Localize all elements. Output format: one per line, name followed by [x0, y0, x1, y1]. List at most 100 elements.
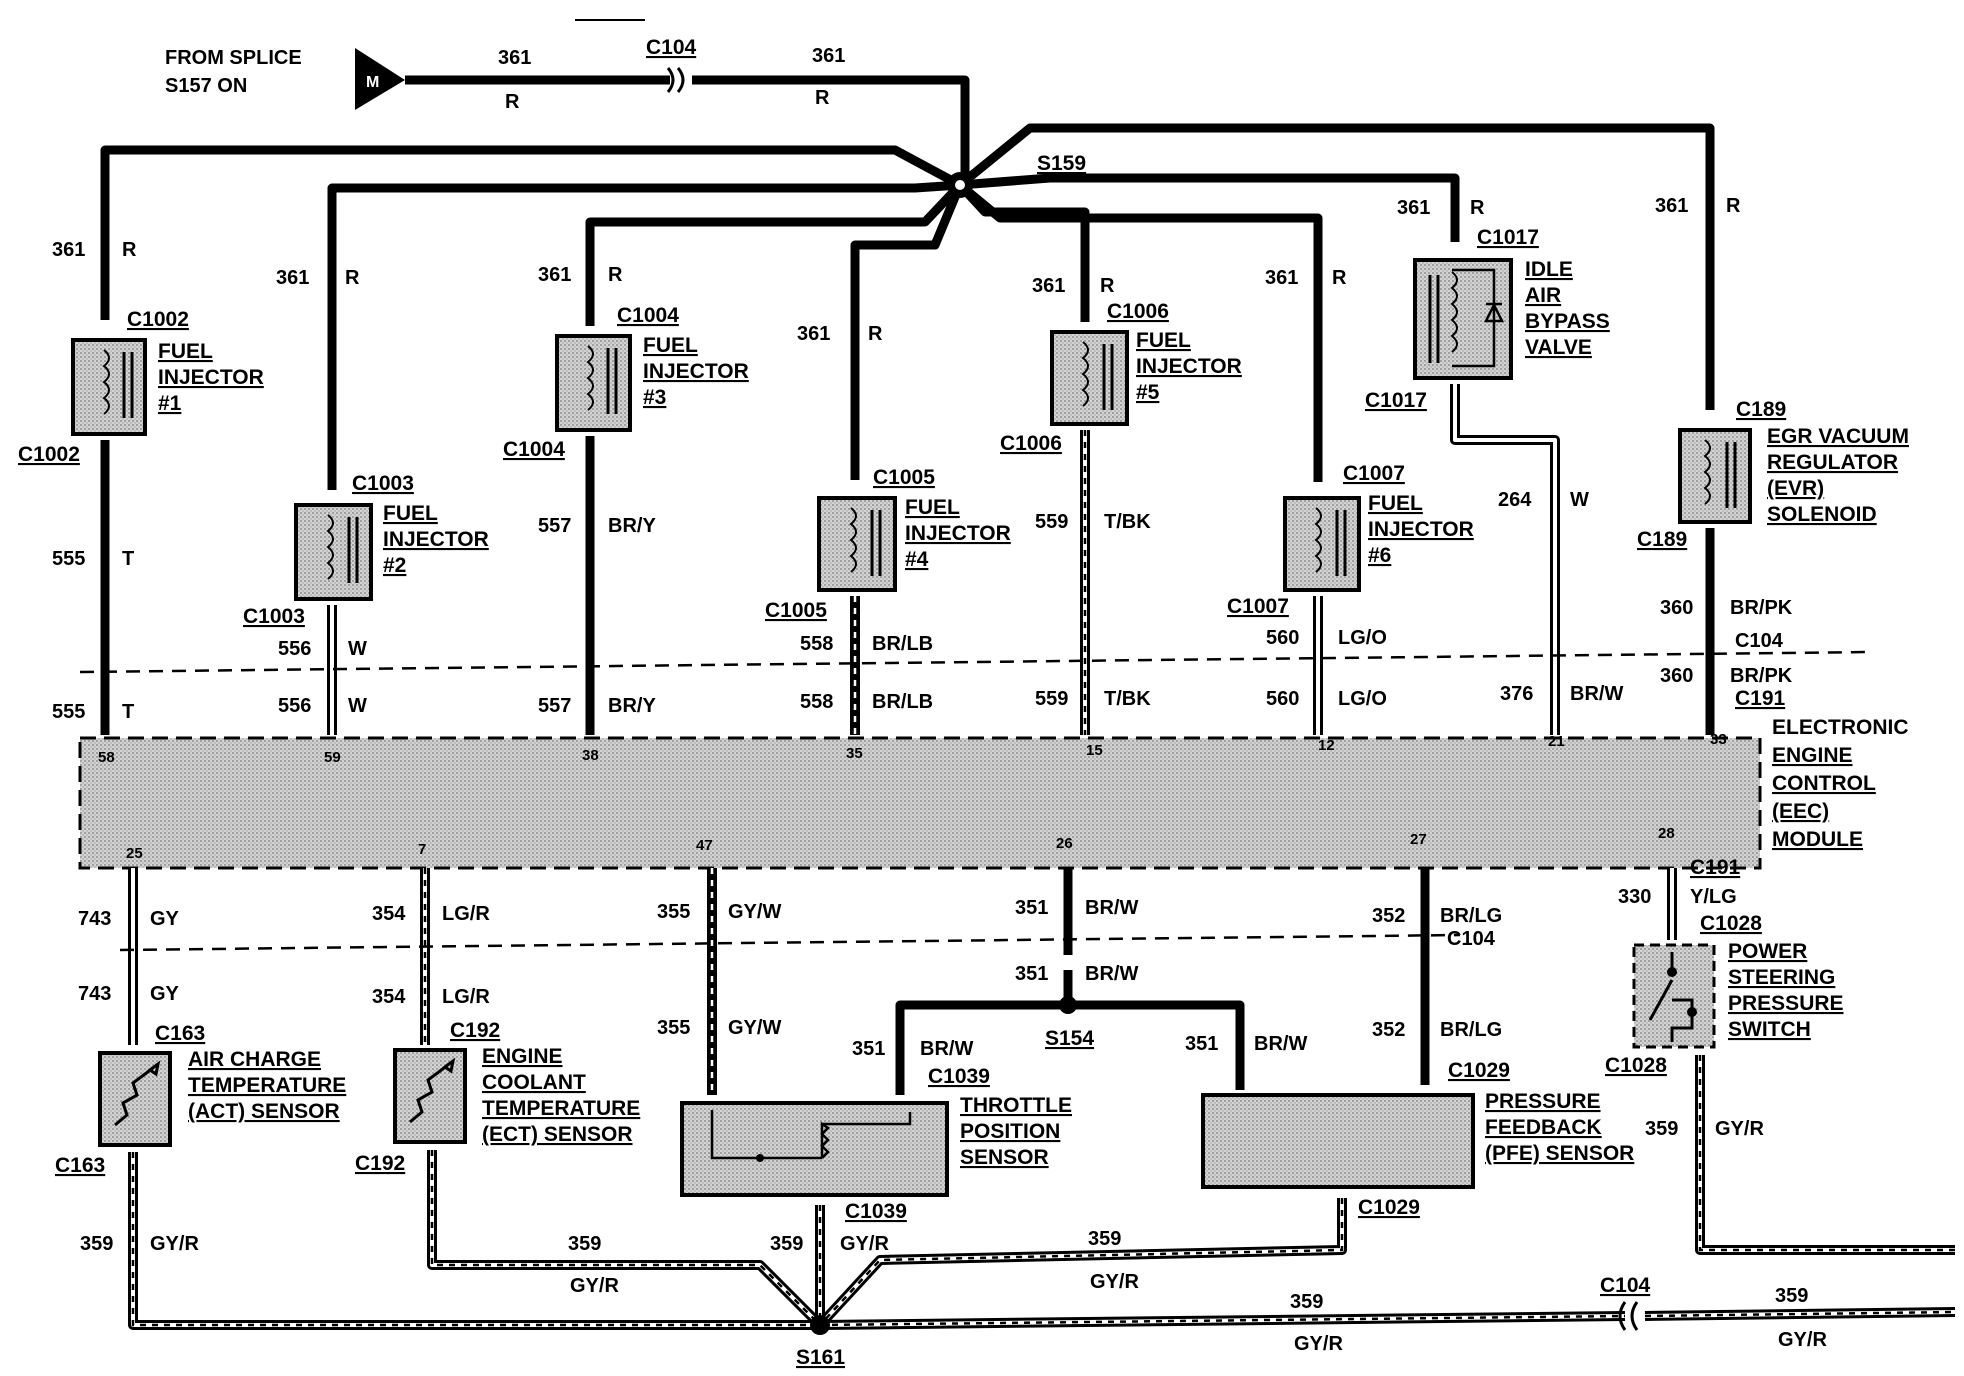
svg-text:558: 558: [800, 633, 833, 655]
svg-text:LG/R: LG/R: [442, 903, 490, 925]
inj1-feed-color: R: [122, 239, 137, 261]
wire-evr-feed: [957, 123, 1715, 410]
svg-text:W: W: [348, 638, 367, 660]
svg-text:GY: GY: [150, 908, 180, 930]
svg-text:C1005: C1005: [765, 599, 827, 622]
svg-text:BR/LG: BR/LG: [1440, 1019, 1502, 1041]
sensor-signal-wires: S154: [128, 868, 1677, 1095]
svg-text:GY/R: GY/R: [1294, 1333, 1343, 1355]
connector-c104-lower-boundary: [119, 933, 1461, 952]
svg-text:352: 352: [1372, 905, 1405, 927]
svg-text:COOLANT: COOLANT: [482, 1071, 586, 1094]
svg-text:(EEC): (EEC): [1772, 800, 1829, 823]
svg-text:354: 354: [372, 986, 406, 1008]
svg-text:351: 351: [1015, 897, 1048, 919]
svg-text:C1004: C1004: [617, 304, 679, 327]
svg-text:BR/W: BR/W: [1254, 1033, 1307, 1055]
wire-inj4-feed: [850, 183, 965, 480]
svg-text:C1039: C1039: [845, 1200, 907, 1223]
feed-left-color: R: [505, 91, 520, 113]
svg-text:AIR: AIR: [1525, 284, 1561, 307]
svg-text:THROTTLE: THROTTLE: [960, 1094, 1072, 1117]
svg-text:MODULE: MODULE: [1772, 828, 1863, 851]
iab-feed-color: R: [1470, 197, 1485, 219]
inj1-feed-circuit: 361: [52, 239, 85, 261]
svg-text:(ACT) SENSOR: (ACT) SENSOR: [188, 1100, 340, 1123]
inj3-feed-circuit: 361: [538, 264, 571, 286]
svg-text:TEMPERATURE: TEMPERATURE: [482, 1097, 640, 1120]
splice-s154-label: S154: [1045, 1027, 1094, 1050]
inj5-feed-color: R: [1100, 275, 1115, 297]
svg-text:SWITCH: SWITCH: [1728, 1018, 1811, 1041]
svg-text:VALVE: VALVE: [1525, 336, 1592, 359]
svg-text:354: 354: [372, 903, 406, 925]
idle-air-bypass-valve: C1017 C1017 IDLE AIR BYPASS VALVE: [1365, 226, 1610, 412]
svg-text:59: 59: [324, 749, 341, 766]
svg-text:33: 33: [1710, 731, 1727, 748]
svg-text:21: 21: [1548, 733, 1565, 750]
svg-text:FUEL: FUEL: [643, 334, 698, 357]
wire-inj2-feed: [327, 180, 961, 490]
svg-text:INJECTOR: INJECTOR: [905, 522, 1011, 545]
inj2-feed-circuit: 361: [276, 267, 309, 289]
svg-text:PRESSURE: PRESSURE: [1728, 992, 1844, 1015]
svg-text:FUEL: FUEL: [1368, 492, 1423, 515]
inj4-feed-color: R: [868, 323, 883, 345]
svg-text:ENGINE: ENGINE: [482, 1045, 563, 1068]
svg-text:360: 360: [1660, 665, 1693, 687]
s159-distribution: S159: [100, 123, 1715, 490]
svg-text:BR/W: BR/W: [1085, 897, 1138, 919]
svg-text:C163: C163: [155, 1022, 205, 1045]
svg-text:359: 359: [1290, 1291, 1323, 1313]
svg-text:#6: #6: [1368, 544, 1391, 567]
svg-text:Y/LG: Y/LG: [1690, 886, 1737, 908]
svg-text:C1007: C1007: [1227, 595, 1289, 618]
svg-text:LG/R: LG/R: [442, 986, 490, 1008]
svg-text:C192: C192: [450, 1019, 500, 1042]
svg-text:351: 351: [1015, 963, 1048, 985]
svg-text:27: 27: [1410, 831, 1427, 848]
svg-text:35: 35: [846, 745, 863, 762]
svg-text:T: T: [122, 701, 134, 723]
svg-text:C1002: C1002: [127, 308, 189, 331]
splice-s157-triangle: [355, 48, 405, 110]
svg-text:352: 352: [1372, 1019, 1405, 1041]
ect-sensor: C192 C192 ENGINE COOLANT TEMPERATURE (EC…: [355, 1019, 640, 1175]
svg-text:GY: GY: [150, 983, 180, 1005]
svg-text:C1028: C1028: [1605, 1054, 1667, 1077]
svg-text:330: 330: [1618, 886, 1651, 908]
evr-feed-color: R: [1726, 195, 1741, 217]
inj3-feed-color: R: [608, 264, 623, 286]
iab-feed-circuit: 361: [1397, 197, 1430, 219]
power-feed: M FROM SPLICE S157 ON C104 361 R 361 R: [165, 36, 970, 185]
svg-text:C1028: C1028: [1700, 912, 1762, 935]
svg-text:12: 12: [1318, 737, 1335, 754]
svg-text:W: W: [348, 695, 367, 717]
svg-text:BR/W: BR/W: [920, 1038, 973, 1060]
throttle-position-sensor: C1039 C1039 THROTTLE POSITION SENSOR: [680, 1065, 1072, 1223]
egr-vacuum-regulator-solenoid: C189 C189 EGR VACUUM REGULATOR (EVR) SOL…: [1637, 398, 1909, 551]
inj6-feed-color: R: [1332, 267, 1347, 289]
svg-text:GY/R: GY/R: [1778, 1329, 1827, 1351]
svg-text:INJECTOR: INJECTOR: [1368, 518, 1474, 541]
svg-text:GY/R: GY/R: [840, 1233, 889, 1255]
inj5-feed-circuit: 361: [1032, 275, 1065, 297]
svg-text:T/BK: T/BK: [1104, 688, 1151, 710]
wire-vref-tps: [895, 970, 1073, 1095]
svg-text:C104: C104: [1600, 1274, 1651, 1297]
svg-text:SENSOR: SENSOR: [960, 1146, 1049, 1169]
svg-text:BR/W: BR/W: [1085, 963, 1138, 985]
from-splice-label: FROM SPLICE: [165, 47, 302, 69]
svg-text:REGULATOR: REGULATOR: [1767, 451, 1898, 474]
connector-c104-top-icon: [666, 67, 685, 93]
svg-text:7: 7: [418, 841, 426, 858]
svg-text:#2: #2: [383, 554, 406, 577]
svg-text:58: 58: [98, 749, 115, 766]
svg-text:SOLENOID: SOLENOID: [1767, 503, 1877, 526]
svg-text:LG/O: LG/O: [1338, 688, 1387, 710]
svg-text:28: 28: [1658, 825, 1675, 842]
wire-inj6-feed: [957, 181, 1323, 482]
svg-text:560: 560: [1266, 627, 1299, 649]
svg-text:BR/LG: BR/LG: [1440, 905, 1502, 927]
svg-text:C1029: C1029: [1448, 1059, 1510, 1082]
